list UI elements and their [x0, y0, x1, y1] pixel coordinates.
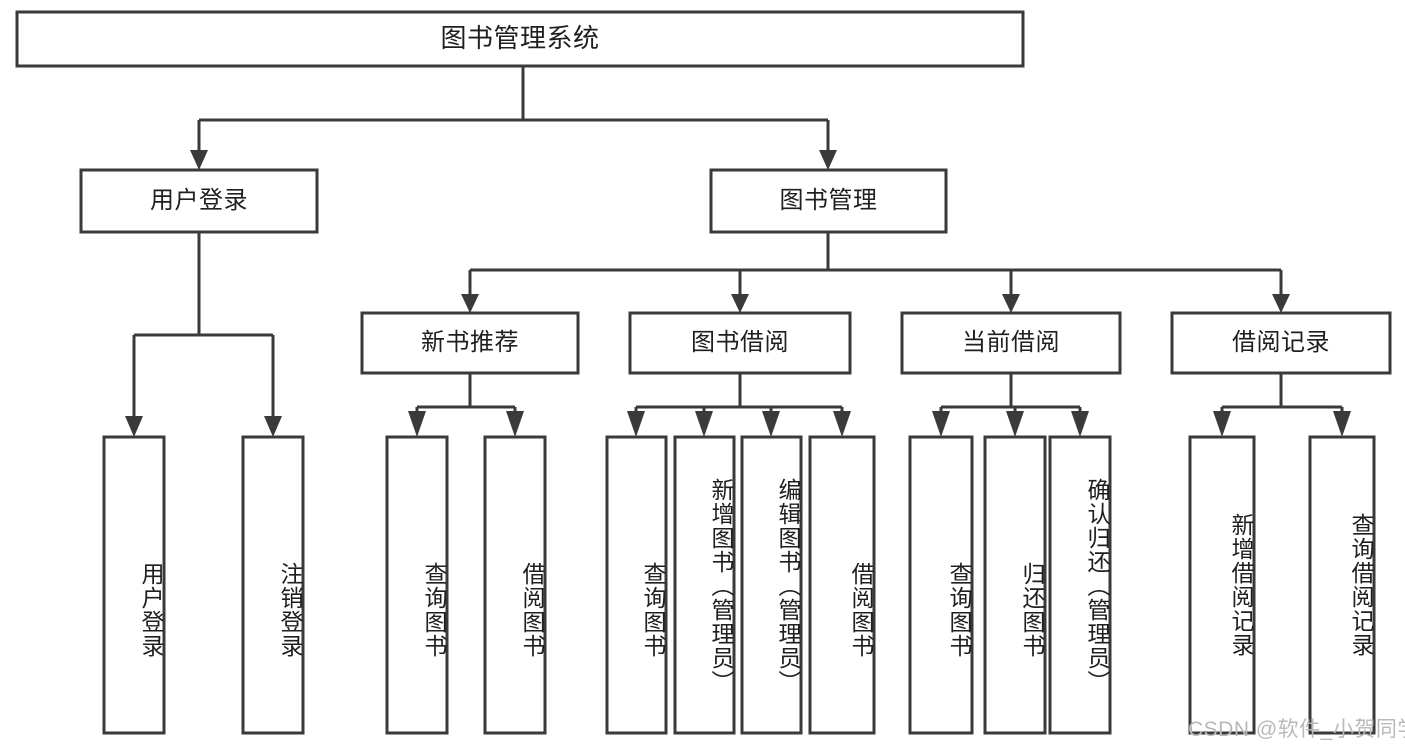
leaf-edit-book-admin-box[interactable] — [740, 435, 803, 735]
node-borrow-record-box[interactable] — [1170, 311, 1392, 375]
leaf-query-borrow-record-box[interactable] — [1308, 435, 1376, 735]
arrow-to-leaf-logout — [264, 416, 282, 437]
node-book-borrow-box[interactable] — [628, 311, 852, 375]
arrow-to-leaf-query-book-3 — [932, 411, 950, 437]
arrow-to-leaf-add-borrow-record — [1213, 411, 1231, 437]
arrow-to-leaf-user-login — [125, 416, 143, 437]
arrow-to-leaf-borrow-book-2 — [833, 411, 851, 437]
arrow-to-leaf-query-book-2 — [627, 411, 645, 437]
arrow-to-book-management — [819, 150, 837, 170]
watermark-text: CSDN @软件_小贺同学 — [1188, 718, 1405, 741]
node-user-login-box[interactable] — [79, 168, 319, 234]
leaf-borrow-book-2-box[interactable] — [808, 435, 876, 735]
leaf-add-book-admin-box[interactable] — [673, 435, 736, 735]
arrow-to-leaf-borrow-book-1 — [506, 411, 524, 437]
node-new-book-recommend-box[interactable] — [360, 311, 580, 375]
arrow-to-leaf-edit-book-admin — [762, 411, 780, 437]
node-root-box[interactable] — [15, 10, 1025, 68]
leaf-logout-box[interactable] — [241, 435, 305, 735]
leaf-query-book-2-box[interactable] — [605, 435, 668, 735]
arrow-to-user-login — [190, 150, 208, 170]
leaf-confirm-return-admin-box[interactable] — [1048, 435, 1112, 735]
arrow-to-current-borrow — [1002, 294, 1020, 313]
leaf-query-book-3-box[interactable] — [908, 435, 974, 735]
arrow-to-leaf-confirm-return-admin — [1071, 411, 1089, 437]
leaf-user-login-box[interactable] — [102, 435, 166, 735]
arrow-to-borrow-record — [1272, 294, 1290, 313]
leaf-borrow-book-1-box[interactable] — [483, 435, 547, 735]
leaf-return-book-box[interactable] — [983, 435, 1047, 735]
node-book-management-box[interactable] — [709, 168, 948, 234]
arrow-to-leaf-query-book-1 — [408, 411, 426, 437]
arrow-to-new-book-recommend — [461, 294, 479, 313]
arrow-to-leaf-query-borrow-record — [1333, 411, 1351, 437]
node-current-borrow-box[interactable] — [900, 311, 1122, 375]
leaf-add-borrow-record-box[interactable] — [1188, 435, 1256, 735]
arrow-to-leaf-return-book — [1006, 411, 1024, 437]
arrow-to-book-borrow — [731, 294, 749, 313]
leaf-query-book-1-box[interactable] — [385, 435, 449, 735]
arrow-to-leaf-add-book-admin — [695, 411, 713, 437]
